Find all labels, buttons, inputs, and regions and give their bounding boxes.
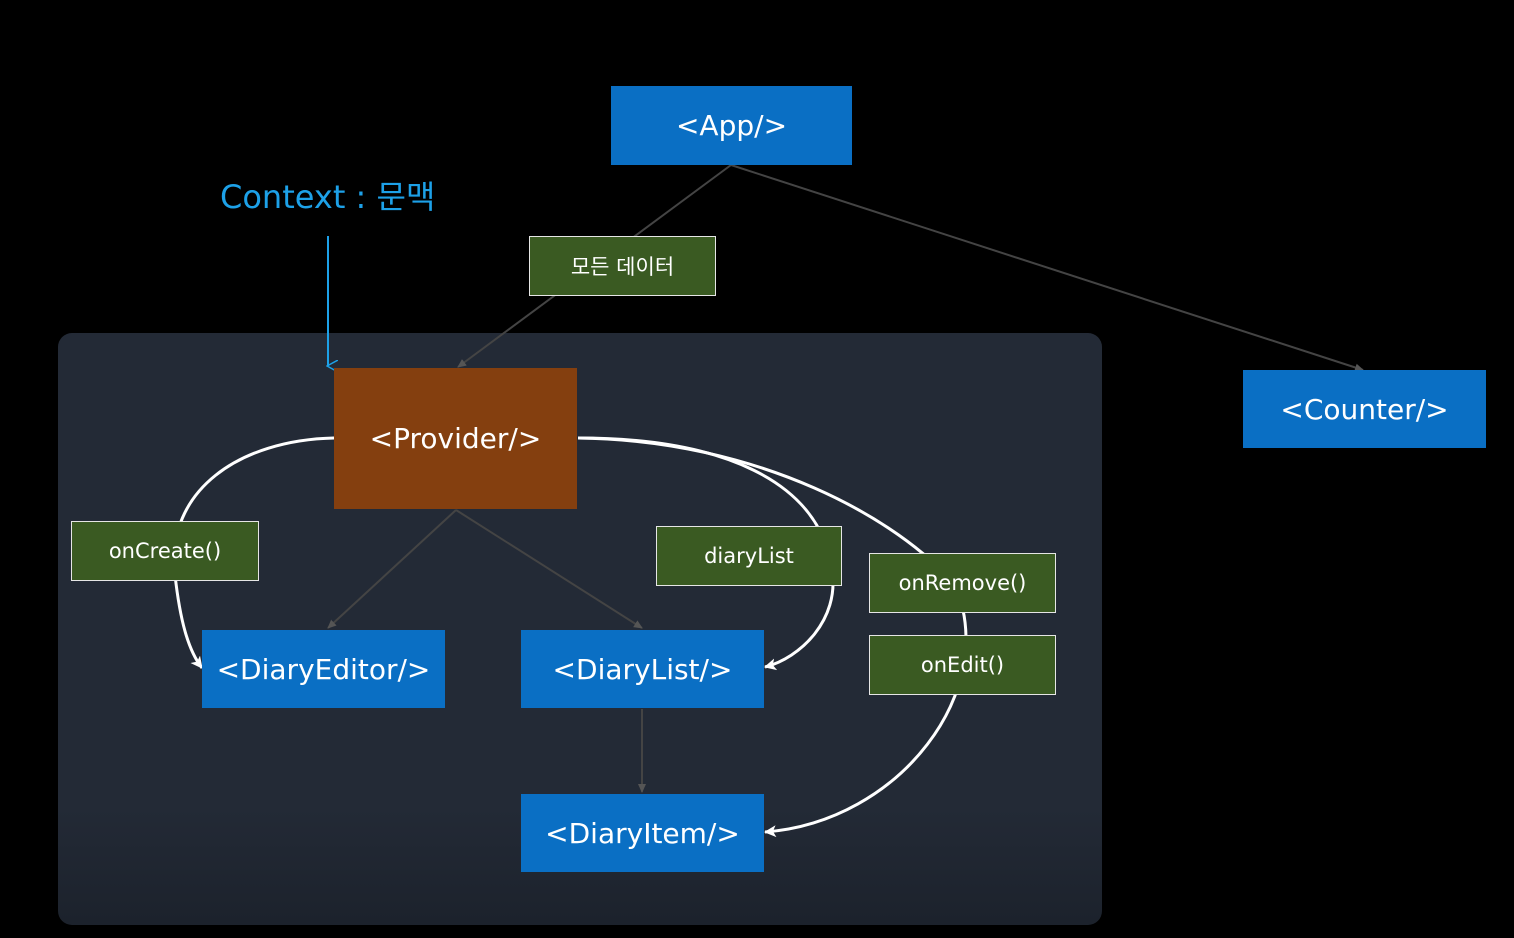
app-node: <App/>	[611, 86, 852, 165]
counter-node: <Counter/>	[1243, 370, 1486, 448]
on-create-tag: onCreate()	[71, 521, 259, 581]
all-data-tag: 모든 데이터	[529, 236, 716, 296]
diary-item-node: <DiaryItem/>	[521, 794, 764, 872]
provider-node: <Provider/>	[334, 368, 577, 509]
diary-editor-node: <DiaryEditor/>	[202, 630, 445, 708]
context-label: Context : 문맥	[220, 178, 436, 216]
edge-app-counter	[730, 164, 1364, 372]
edge-provider-diaryeditor	[327, 509, 457, 629]
on-edit-tag: onEdit()	[869, 635, 1056, 695]
on-remove-tag: onRemove()	[869, 553, 1056, 613]
edge-provider-diarylist	[455, 509, 643, 629]
diary-list-tag: diaryList	[656, 526, 842, 586]
diary-list-node: <DiaryList/>	[521, 630, 764, 708]
